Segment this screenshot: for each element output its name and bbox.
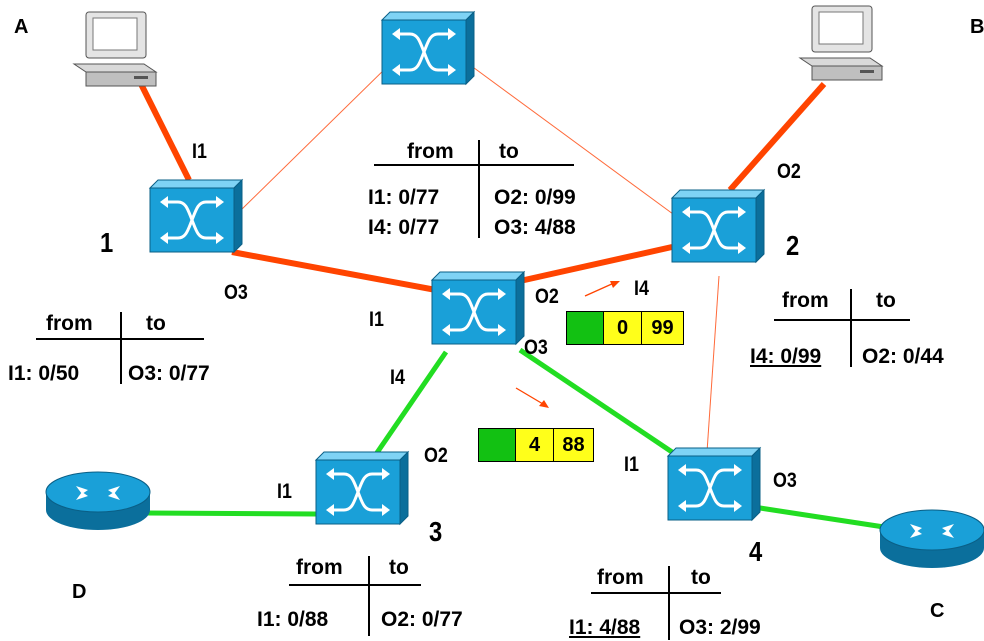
table-header-from: from	[407, 140, 454, 163]
port-label-s3-in: I1	[277, 480, 292, 503]
flow-arrow-upper	[584, 281, 620, 297]
table-divider	[591, 592, 721, 594]
label-stack-lower-top: 4	[516, 428, 554, 462]
table-divider	[289, 584, 421, 586]
node-label-C: C	[930, 600, 945, 622]
table-divider	[850, 289, 852, 367]
switch-number-3: 3	[429, 516, 443, 547]
label-stack-upper-green	[566, 311, 604, 345]
table-header-from: from	[296, 556, 343, 579]
switch-4-icon	[666, 446, 762, 522]
port-label-s2-in: I4	[634, 277, 649, 300]
table-to-entry: O2: 0/77	[381, 608, 463, 631]
table-from-entry: I4: 0/77	[368, 216, 440, 239]
table-header-to: to	[876, 289, 896, 312]
port-label-s3-out: O2	[424, 444, 448, 467]
label-stack-upper: 0 99	[566, 311, 684, 345]
router-D-icon	[45, 471, 151, 531]
link-center-s3	[369, 350, 449, 462]
port-label-s4-out: O3	[773, 469, 797, 492]
router-C-icon	[879, 509, 984, 569]
table-divider	[374, 164, 574, 166]
table-to-entry: O3: 0/77	[128, 362, 210, 385]
port-label-s2-out: O2	[777, 160, 801, 183]
table-divider	[668, 566, 670, 640]
node-label-D: D	[72, 581, 87, 603]
link-thin-s1-top	[239, 61, 393, 212]
host-B-computer-icon	[799, 5, 883, 81]
table-to-entry: O2: 0/44	[862, 345, 944, 368]
switch-number-1: 1	[100, 227, 114, 258]
table-to-entry: O2: 0/99	[494, 186, 576, 209]
table-from-entry: I1: 0/88	[257, 608, 329, 631]
label-stack-lower-bottom: 88	[554, 428, 594, 462]
label-stack-upper-top: 0	[604, 311, 642, 345]
table-to-entry: O3: 4/88	[494, 216, 576, 239]
forwarding-table-s4: from to I1: 4/88 O3: 2/99	[565, 566, 805, 640]
table-header-to: to	[389, 556, 409, 579]
switch-number-2: 2	[786, 230, 800, 261]
link-A-s1	[138, 82, 192, 182]
link-thin-s2-s4	[706, 275, 720, 453]
forwarding-table-s3: from to I1: 0/88 O2: 0/77	[253, 556, 493, 636]
link-center-s2	[519, 244, 673, 284]
node-label-A: A	[14, 16, 29, 38]
switch-1-icon	[148, 178, 244, 254]
node-label-B: B	[970, 16, 984, 38]
table-header-to: to	[146, 312, 166, 335]
link-D-s3	[145, 510, 317, 517]
table-from-entry: I1: 0/77	[368, 186, 440, 209]
label-stack-lower: 4 88	[478, 428, 594, 462]
table-header-to: to	[499, 140, 519, 163]
label-stack-upper-bottom: 99	[642, 311, 684, 345]
port-label-s1-in: I1	[192, 140, 207, 163]
switch-top-icon	[380, 10, 476, 86]
forwarding-table-s2: from to I4: 0/99 O2: 0/44	[748, 289, 978, 369]
port-label-s4-in: I1	[624, 453, 639, 476]
table-from-entry: I1: 0/50	[8, 362, 80, 385]
switch-2-icon	[670, 188, 766, 264]
switch-3-icon	[314, 450, 410, 526]
port-label-center-in: I1	[369, 308, 384, 331]
port-label-center-out3: O3	[524, 336, 548, 359]
table-header-from: from	[597, 566, 644, 589]
link-thin-top-s2	[465, 61, 689, 226]
table-from-entry: I4: 0/99	[750, 345, 822, 368]
forwarding-table-center: from to I1: 0/77 I4: 0/77 O2: 0/99 O3: 4…	[364, 140, 584, 240]
switch-number-4: 4	[749, 536, 763, 567]
link-s2-B	[727, 82, 827, 192]
table-header-from: from	[782, 289, 829, 312]
port-label-center-in4: I4	[390, 366, 405, 389]
links	[138, 61, 885, 530]
table-header-from: from	[46, 312, 93, 335]
table-header-to: to	[691, 566, 711, 589]
table-to-entry: O3: 2/99	[679, 616, 761, 639]
port-label-s1-out: O3	[224, 281, 248, 304]
port-label-center-out2: O2	[535, 285, 559, 308]
table-divider	[478, 140, 480, 238]
forwarding-table-s1: from to I1: 0/50 O3: 0/77	[8, 312, 248, 385]
table-divider	[368, 556, 370, 636]
flow-arrow-lower	[515, 387, 549, 408]
link-s4-C	[759, 505, 885, 530]
link-s1-center	[231, 249, 437, 293]
table-divider	[774, 319, 910, 321]
table-from-entry: I1: 4/88	[569, 616, 641, 639]
switch-center-icon	[430, 270, 526, 346]
host-A-computer-icon	[73, 11, 157, 87]
table-divider	[120, 312, 122, 384]
label-stack-lower-green	[478, 428, 516, 462]
link-center-s4	[518, 347, 674, 455]
